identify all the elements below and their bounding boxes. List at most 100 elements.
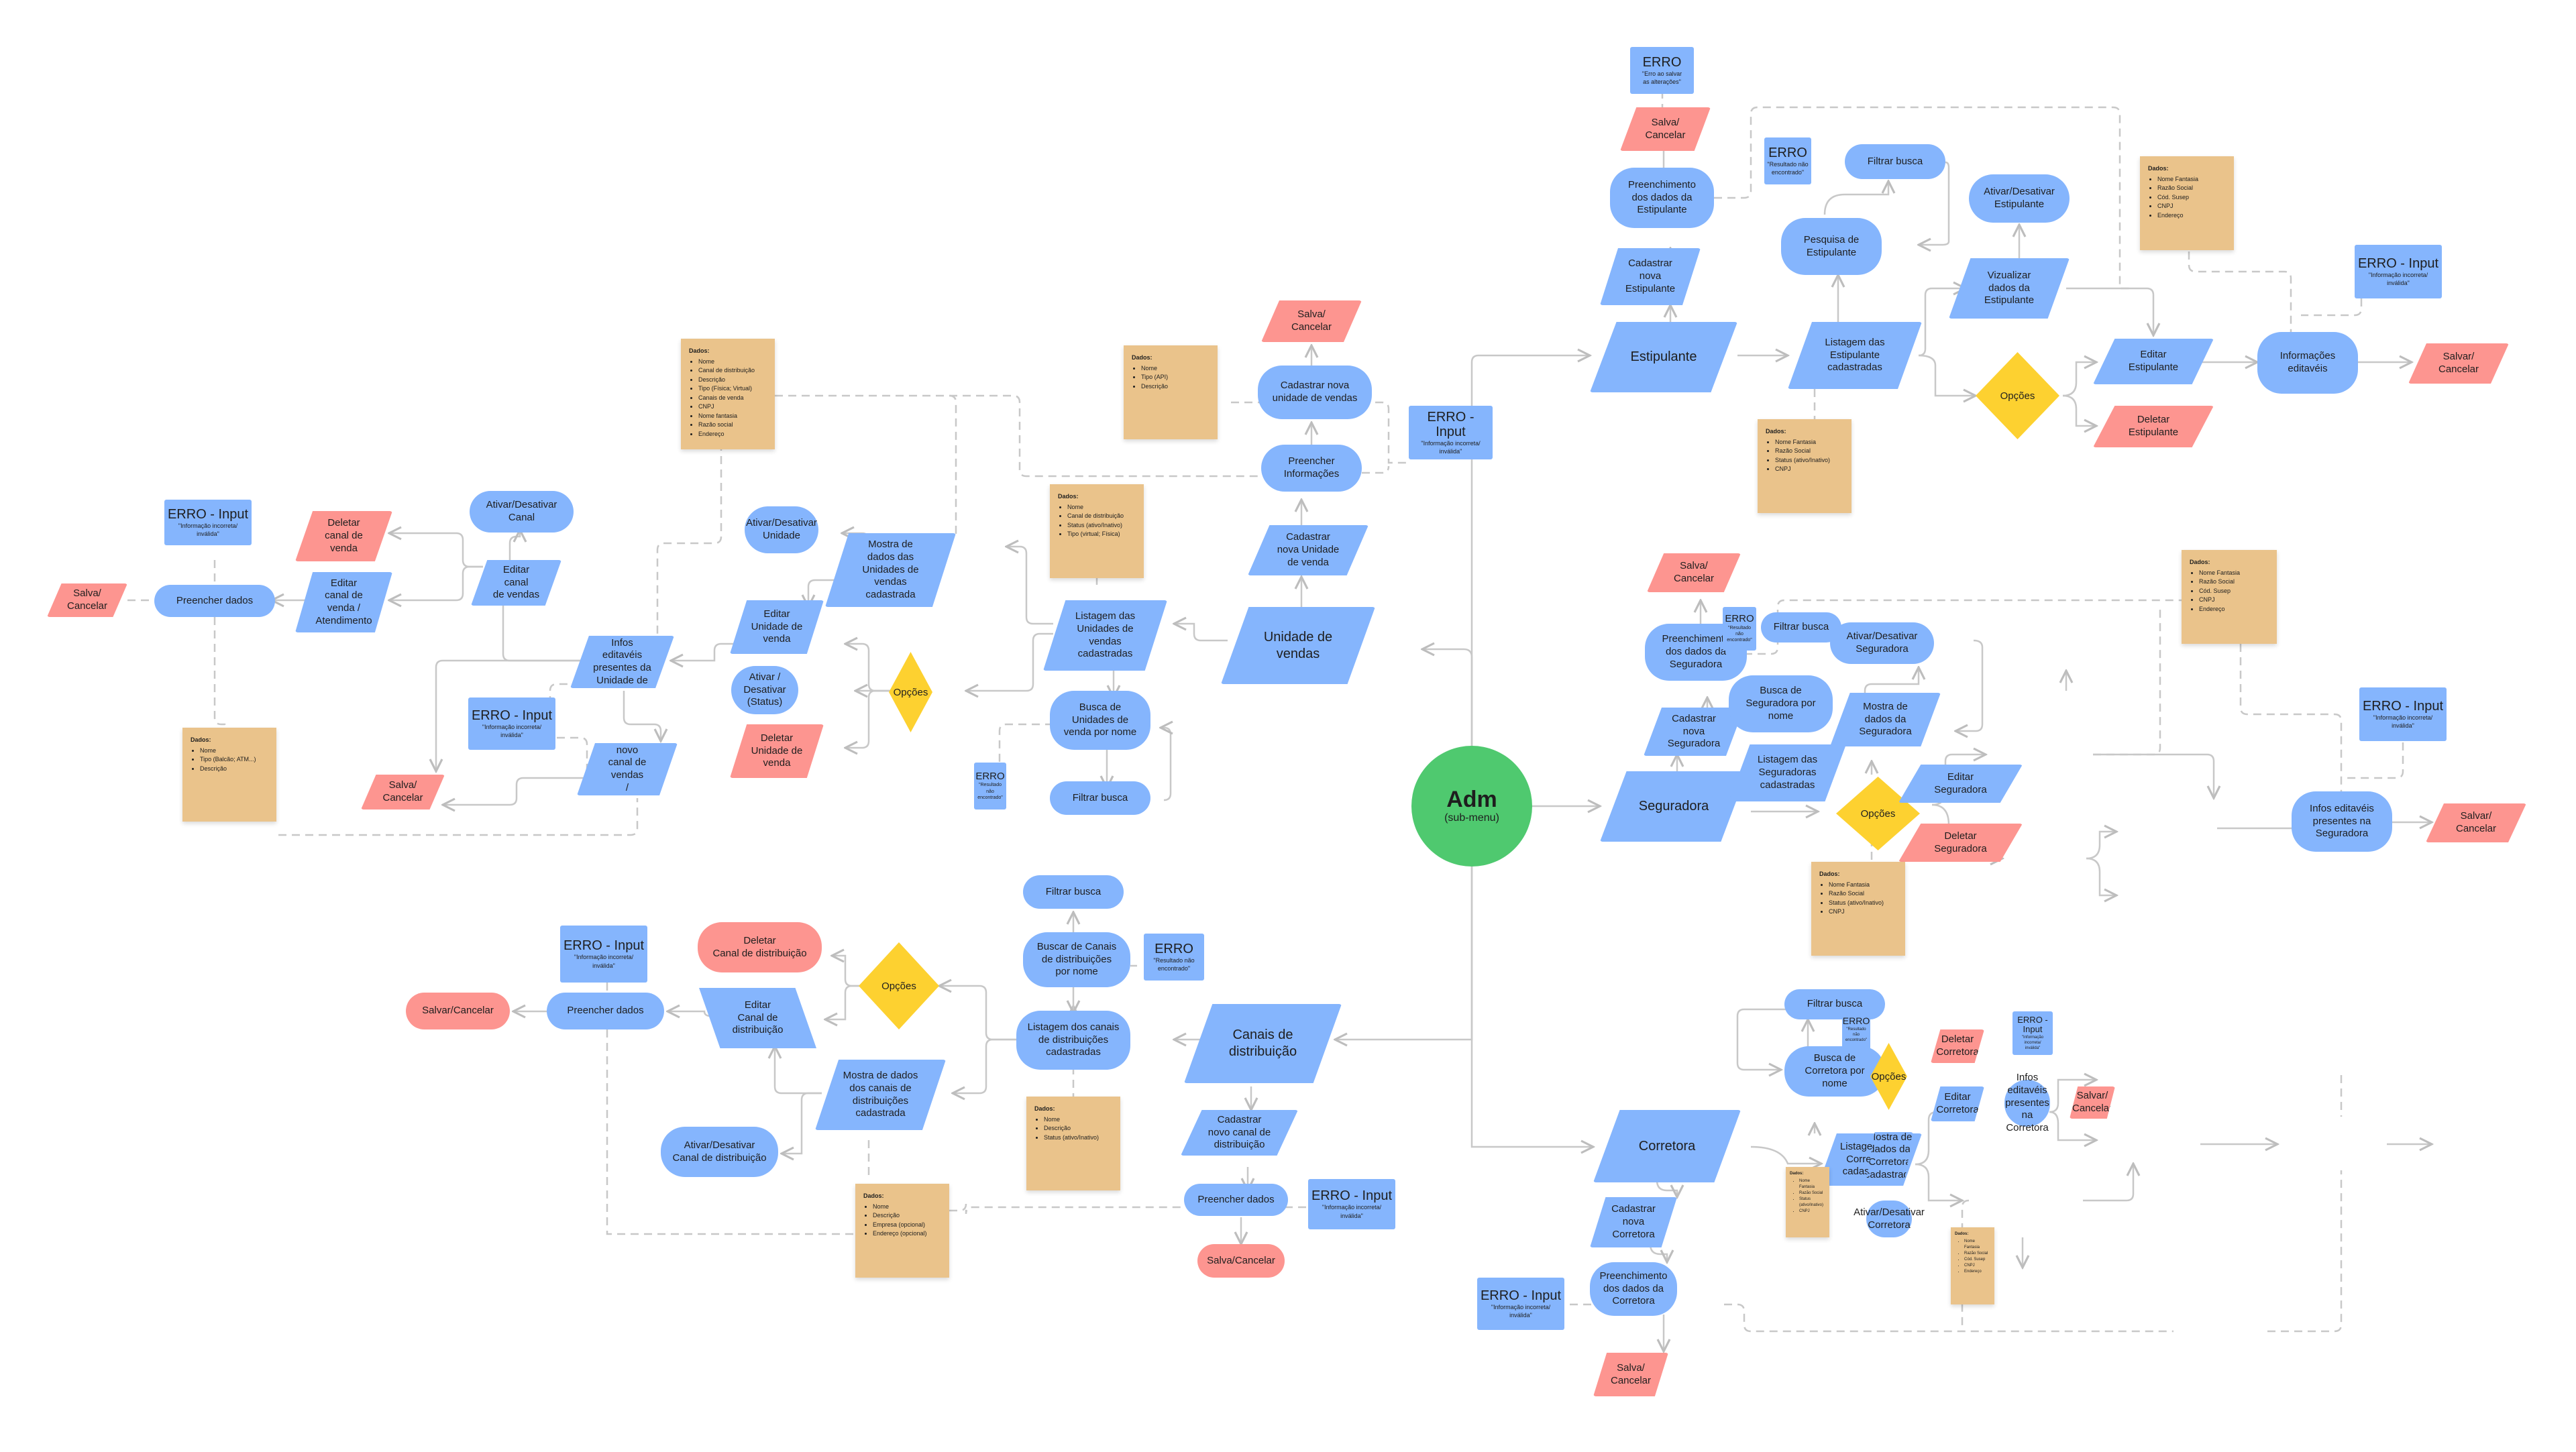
dash-cor-det-info [2267,1170,2343,1333]
estipulante-opcoes-decision[interactable]: Opções [1976,352,2059,439]
seguradora-filtrar-busca-node[interactable]: Filtrar busca [1761,612,1841,643]
canais-opcoes-decision[interactable]: Opções [859,942,939,1029]
unidade-ativar-canal-node[interactable]: Ativar/Desativar Canal [470,491,574,533]
estipulante-vizualizar-node[interactable]: Vizualizar dados da Estipulante [1949,258,2070,319]
edge-est-opc-del [2062,394,2096,426]
corretora-cadastrar-node[interactable]: Cadastrar nova Corretora [1590,1197,1677,1247]
canais-detalhes-note: Dados: NomeDescriçãoEmpresa (opcional)En… [855,1184,949,1278]
unidade-ativar-status-node[interactable]: Ativar / Desativar (Status) [731,666,798,714]
canais-listagem-node[interactable]: Listagem dos canais de distribuições cad… [1016,1011,1130,1070]
erro-message: "Informação incorreta/ inválida" [178,522,238,537]
unidade-busca-node[interactable]: Busca de Unidades de venda por nome [1050,691,1150,750]
note-heading: Dados: [2190,559,2210,565]
seguradora-editar-node[interactable]: Editar Seguradora [1898,765,2023,803]
unidade-editar-canal-atendimento-node[interactable]: Editar canal de venda / Atendimento [295,572,392,632]
unidade-editar-node[interactable]: Editar Unidade de venda [730,600,824,654]
estipulante-cadastrar-node[interactable]: Cadastrar nova Estipulante [1600,248,1701,305]
erro-title: ERRO - Input [1311,1188,1393,1204]
unidade-cadastrar-nova-node[interactable]: Cadastrar nova unidade de vendas [1258,366,1372,419]
corretora-preenchimento-node[interactable]: Preenchimento dos dados da Corretora [1590,1262,1677,1316]
canais-erro-input-box: ERRO - Input "Informação incorreta/ invá… [560,926,647,983]
seguradora-busca-node[interactable]: Busca de Seguradora por nome [1729,675,1833,732]
unidade-vendas-node[interactable]: Unidade de vendas [1221,607,1375,684]
unidade-deletar-node[interactable]: Deletar Unidade de venda [730,724,824,778]
corretora-busca-node[interactable]: Busca de Corretora por nome [1784,1046,1885,1097]
estipulante-erro-salvar-box: ERRO "Erro ao salvar as alterações" [1630,47,1694,94]
seguradora-ativar-node[interactable]: Ativar/Desativar Seguradora [1830,622,1934,664]
unidade-filtrar-busca-node[interactable]: Filtrar busca [1050,781,1150,815]
edge-can-mostra-edit [775,1046,822,1095]
estipulante-erro-busca-box: ERRO "Resultado não encontrado" [1764,137,1811,184]
canais-cadastrar-node[interactable]: Cadastrar novo canal de distribuição [1181,1110,1298,1156]
note-item: Razão Social [2199,577,2269,587]
estipulante-listagem-node[interactable]: Listagem das Estipulante cadastradas [1788,322,1922,389]
corretora-node[interactable]: Corretora [1593,1110,1741,1182]
canais-editar-node[interactable]: Editar Canal de distribuição [699,988,816,1048]
unidade-salva-cancelar-node[interactable]: Salva/ Cancelar [1261,300,1362,342]
seguradora-salvar-cancelar-node[interactable]: Salvar/ Cancelar [2426,803,2526,842]
estipulante-deletar-node[interactable]: Deletar Estipulante [2093,406,2214,447]
seguradora-listagem-node[interactable]: Listagem das Seguradoras cadastradas [1729,744,1846,801]
seguradora-detalhes-note: Dados: Nome FantasiaRazão SocialCód. Sus… [2182,550,2277,644]
estipulante-ativar-node[interactable]: Ativar/Desativar Estipulante [1969,174,2070,223]
unidade-editar-canal-node[interactable]: Editar canal de vendas [471,560,561,606]
unidade-opcoes-decision[interactable]: Opções [889,652,932,732]
estipulante-informacoes-node[interactable]: Informações editavéis [2257,332,2358,394]
canais-filtrar-busca-node[interactable]: Filtrar busca [1023,875,1124,909]
seguradora-infos-node[interactable]: Infos editavéis presentes na Seguradora [2292,791,2392,852]
seguradora-cadastrar-node[interactable]: Cadastrar nova Seguradora [1644,708,1744,756]
unidade-infos-node[interactable]: Infos editavéis presentes da Unidade de [570,636,674,688]
corretora-infos-node[interactable]: Infos editavéis presentes na Corretora [2004,1072,2050,1134]
unidade-deletar-canal-node[interactable]: Deletar canal de venda [295,511,392,561]
seguradora-salva-cancelar-node[interactable]: Salva/ Cancelar [1647,553,1741,592]
note-item: Razão Social [1964,1251,1990,1257]
note-item: CNPJ [1775,465,1843,474]
canais-distribuicao-node[interactable]: Canais de distribuição [1184,1004,1342,1083]
canais-ativar-node[interactable]: Ativar/Desativar Canal de distribuição [661,1127,778,1177]
estipulante-node[interactable]: Estipulante [1590,322,1737,392]
corretora-deletar-node[interactable]: Deletar Corretora [1931,1029,1984,1063]
note-item: Cód. Susep [2199,587,2269,596]
unidade-mostra-node[interactable]: Mostra de dados das Unidades de vendas c… [825,533,956,607]
unidade-ativar-node[interactable]: Ativar/Desativar Unidade [745,506,818,553]
unidade-preencher-dados-node[interactable]: Preencher dados [154,585,275,617]
edge-can-opc-del [832,956,862,987]
note-item: CNPJ [1799,1209,1825,1215]
note-heading: Dados: [863,1192,884,1199]
unidade-salva-cancelar-3-node[interactable]: Salva/ Cancelar [47,583,127,617]
unidade-listagem-node[interactable]: Listagem das Unidades de vendas cadastra… [1043,600,1167,671]
estipulante-salva-cancelar-node[interactable]: Salva/ Cancelar [1620,107,1711,151]
seguradora-node[interactable]: Seguradora [1600,771,1748,842]
erro-message: "Resultado não encontrado" [1153,956,1195,972]
corretora-editar-node[interactable]: Editar Corretora [1931,1086,1984,1121]
unidade-detalhes-note: Dados: NomeCanal de distribuiçãoDescriçã… [681,339,775,449]
canais-salva-cancelar-node[interactable]: Salva/Cancelar [1197,1244,1285,1278]
canais-preencher-dados-node[interactable]: Preencher dados [547,993,664,1029]
estipulante-filtrar-busca-node[interactable]: Filtrar busca [1845,144,1945,179]
corretora-salva-cancelar-node[interactable]: Salva/ Cancelar [1593,1353,1668,1396]
dash-cor-pre-det [1724,1303,2174,1333]
seguradora-preenchimento-node[interactable]: Preenchimento dos dados da Seguradora [1645,624,1747,681]
adm-root-node[interactable]: Adm (sub-menu) [1411,746,1532,867]
canais-buscar-node[interactable]: Buscar de Canais de distribuições por no… [1023,932,1130,987]
canais-salvar-cancelar-node[interactable]: Salvar/Cancelar [406,993,510,1029]
corretora-ativar-node[interactable]: Ativar/Desativar Corretora [1854,1200,1925,1237]
canais-deletar-node[interactable]: Deletar Canal de distribuição [698,922,822,972]
note-item: Status (ativo/Inativo) [1044,1133,1112,1143]
estipulante-salvar-cancelar-node[interactable]: Salvar/ Cancelar [2408,343,2509,384]
seguradora-mostra-node[interactable]: Mostra de dados da Seguradora [1830,693,1941,746]
estipulante-pesquisa-node[interactable]: Pesquisa de Estipulante [1781,218,1882,275]
unidade-preencher-node[interactable]: Preencher Informações [1261,445,1362,492]
unidade-cadastrar-canal-node[interactable]: Cadastrar novo canal de vendas / Atendim… [577,743,678,795]
edge-un-opc-edit [845,644,892,692]
canais-mostra-node[interactable]: Mostra de dados dos canais de distribuiç… [815,1060,946,1130]
estipulante-preenchimento-node[interactable]: Preenchimento dos dados da Estipulante [1610,168,1714,228]
seguradora-deletar-node[interactable]: Deletar Seguradora [1898,824,2023,862]
corretora-mostra-node[interactable]: Mostra de dados da Corretora cadastrada [1864,1131,1915,1180]
canais-preencher-dados-2-node[interactable]: Preencher dados [1184,1184,1288,1216]
unidade-salva-cancelar-2-node[interactable]: Salva/ Cancelar [361,775,445,809]
unidade-cadastrar-node[interactable]: Cadastrar nova Unidade de venda [1248,525,1368,575]
corretora-salvar-cancelar-node[interactable]: Salvar/ Cancelar [2070,1086,2115,1119]
estipulante-editar-node[interactable]: Editar Estipulante [2093,339,2214,384]
note-heading: Dados: [1058,493,1079,500]
